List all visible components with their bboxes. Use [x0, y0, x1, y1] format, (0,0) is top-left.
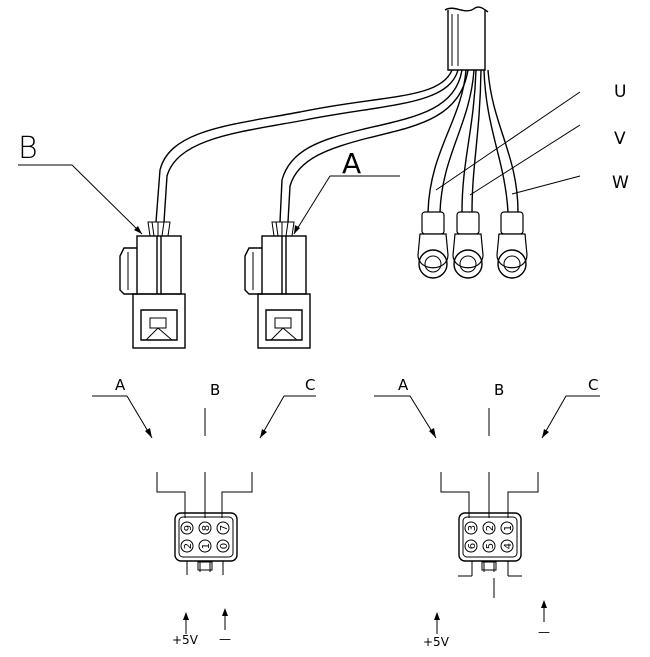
pinout-1-supply-positive: +5V — [172, 633, 199, 647]
connector-b — [119, 221, 186, 349]
pinout-2-pin-label: 5 — [485, 543, 496, 549]
phase-label-v: V — [614, 129, 626, 149]
ring-terminals — [417, 211, 528, 279]
phase-leaders — [435, 91, 581, 196]
ring-terminal-w — [496, 211, 528, 279]
signal-wires — [155, 69, 469, 223]
pinout-2-pin-label: 2 — [485, 525, 496, 531]
pinout-1-pin-label: 9 — [183, 525, 194, 531]
pinout-1-callout-b: B — [210, 381, 220, 399]
pinout-1-callout-a: A — [115, 376, 126, 394]
pinout-1-pin-label: 1 — [201, 543, 212, 549]
pinout-2-supply-positive: +5V — [423, 635, 450, 649]
ring-terminal-u — [417, 211, 449, 279]
pinout-1-pin-label: 8 — [201, 525, 212, 531]
pinout-2 — [374, 395, 600, 634]
pinout-1-pin-label: 0 — [219, 543, 230, 549]
pinout-1-supply-negative: — — [219, 632, 231, 646]
pinout-1-callout-c: C — [305, 376, 315, 394]
pinout-2-callout-c: C — [588, 376, 598, 394]
connector-label-b: B — [18, 131, 38, 166]
pinout-1-pin-label: 7 — [219, 525, 230, 531]
pinout-2-pin-label: 6 — [467, 543, 478, 549]
pinout-2-pin-label: 1 — [503, 525, 514, 531]
pinout-2-supply-negative: — — [538, 625, 550, 639]
pinout-2-callout-a: A — [398, 376, 409, 394]
pinout-1-pin-label: 2 — [183, 543, 194, 549]
connector-a — [244, 221, 311, 349]
connector-label-a: A — [342, 147, 361, 180]
pinout-2-pin-label: 4 — [503, 543, 514, 549]
pinout-2-callout-b: B — [494, 381, 504, 399]
ring-terminal-v — [452, 211, 484, 279]
pinout-1 — [92, 395, 316, 634]
cable-sheath — [444, 6, 489, 71]
phase-wires — [427, 69, 519, 213]
connector-label-leaders — [18, 164, 400, 235]
phase-label-u: U — [614, 82, 626, 102]
phase-label-w: W — [612, 173, 629, 193]
pinout-2-pin-label: 3 — [467, 525, 478, 531]
